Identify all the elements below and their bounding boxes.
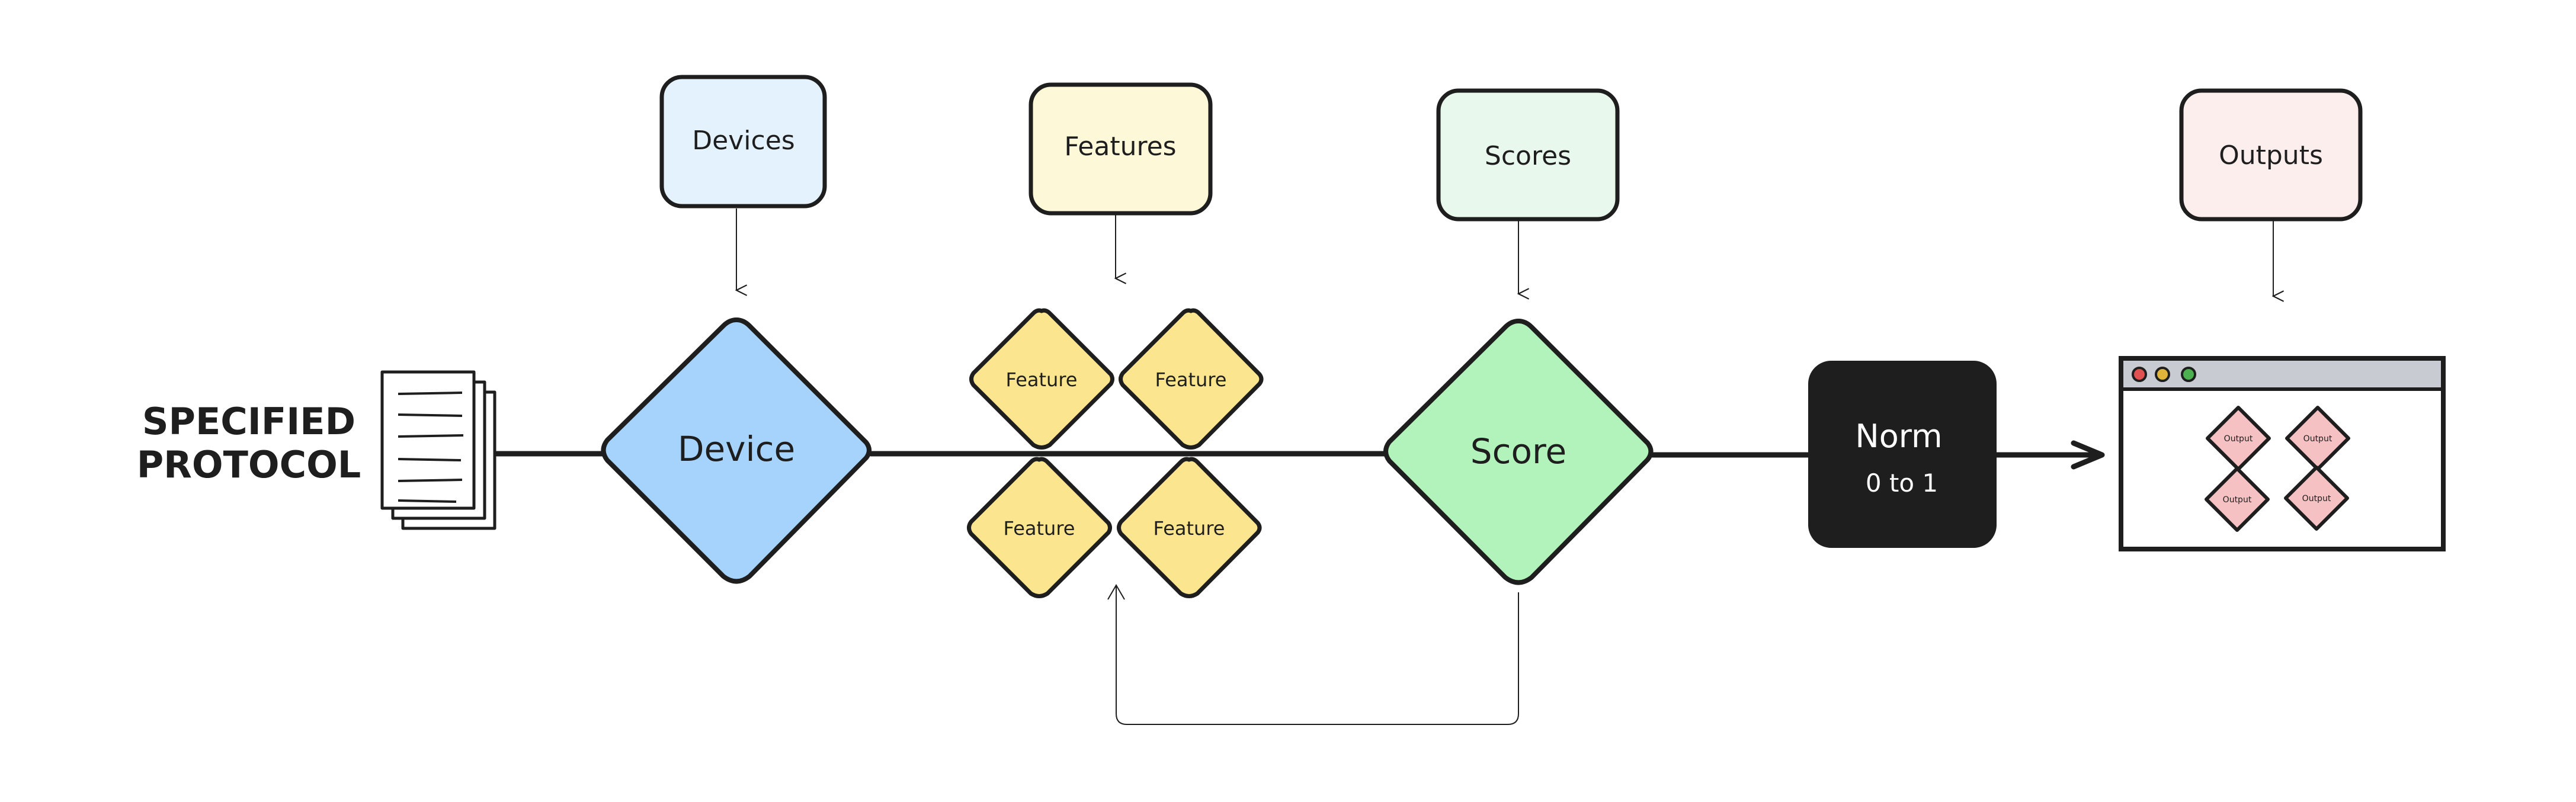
output-window-titlebar: [2123, 361, 2441, 389]
feature-node-3-label: Feature: [1004, 517, 1075, 540]
output-item-2-label: Output: [2303, 434, 2333, 444]
feature-node-1-label: Feature: [1006, 368, 1078, 391]
outputs-box: Outputs: [2179, 88, 2363, 222]
devices-box-label: Devices: [692, 126, 794, 156]
output-item-3-label: Output: [2223, 495, 2252, 505]
norm-node-title: Norm: [1855, 418, 1942, 455]
score-node-label: Score: [1470, 431, 1566, 471]
protocol-label-line2: PROTOCOL: [137, 443, 361, 486]
stacked-documents-icon: [380, 370, 496, 530]
devices-box: Devices: [659, 75, 827, 208]
outputs-box-label: Outputs: [2219, 140, 2323, 171]
norm-node-range: 0 to 1: [1866, 469, 1938, 498]
feature-node-4: Feature: [1117, 457, 1262, 598]
features-box-label: Features: [1064, 131, 1176, 162]
output-item-2: Output: [2285, 406, 2350, 471]
features-box: Features: [1029, 82, 1213, 216]
output-item-4: Output: [2284, 466, 2349, 531]
scores-box-label: Scores: [1485, 141, 1571, 171]
window-minimize-dot: [2155, 367, 2170, 382]
scores-box: Scores: [1436, 88, 1620, 222]
feature-node-1: Feature: [969, 308, 1114, 450]
device-node: Device: [601, 317, 872, 584]
feature-node-2-label: Feature: [1155, 368, 1227, 391]
output-item-1-label: Output: [2224, 434, 2253, 444]
protocol-label-line1: SPECIFIED: [142, 400, 355, 443]
norm-node: Norm 0 to 1: [1808, 361, 1997, 548]
feature-node-4-label: Feature: [1154, 517, 1225, 540]
main-flow-line: [494, 440, 2105, 470]
feature-node-2: Feature: [1119, 308, 1264, 450]
output-window: Output Output Output Output: [2119, 356, 2446, 551]
window-maximize-dot: [2181, 367, 2196, 382]
window-close-dot: [2132, 367, 2147, 382]
device-node-label: Device: [678, 429, 795, 469]
score-node: Score: [1383, 319, 1654, 585]
feature-node-3: Feature: [967, 457, 1112, 598]
output-item-3: Output: [2205, 467, 2270, 532]
feedback-loop-arrow: [1107, 584, 1519, 725]
output-item-4-label: Output: [2302, 494, 2331, 503]
